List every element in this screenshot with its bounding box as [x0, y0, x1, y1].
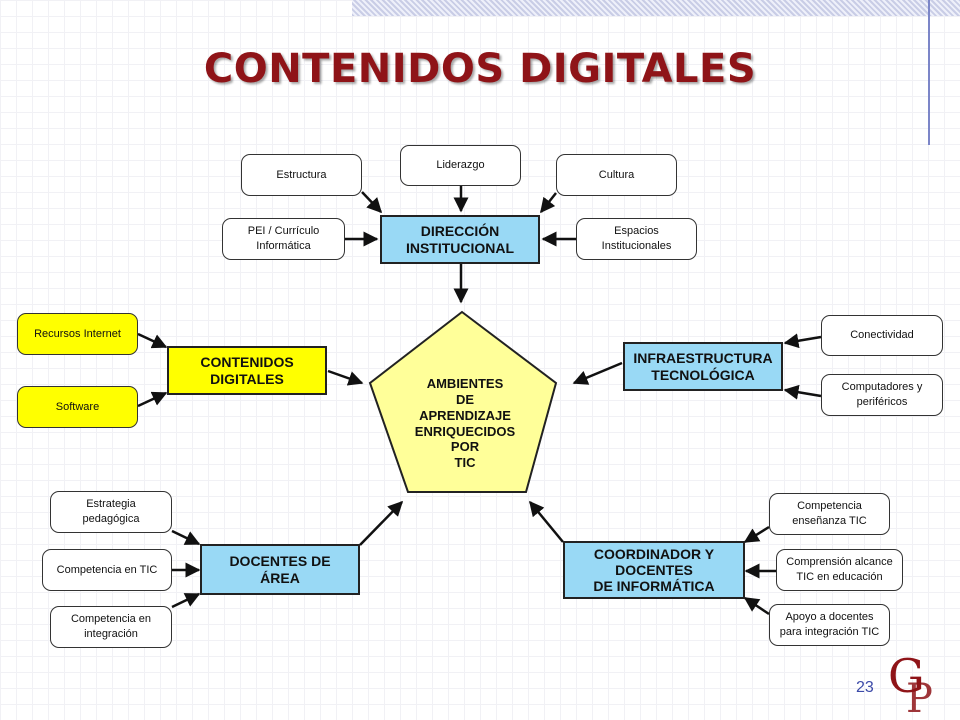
gp-logo-icon: G P	[888, 650, 933, 720]
arrow-conectividad	[783, 333, 822, 349]
arrow-estrategia	[171, 529, 201, 546]
svg-text:G: G	[888, 650, 925, 703]
header-divider	[928, 0, 930, 145]
arrow-computadores	[783, 384, 822, 400]
arrow-cultura	[540, 192, 557, 214]
arrow-competencia-integracion	[171, 592, 201, 609]
header-band	[352, 0, 960, 16]
sub-estructura: Estructura	[241, 154, 362, 196]
sub-cultura: Cultura	[556, 154, 677, 196]
sub-estrategia: Estrategia pedagógica	[50, 491, 172, 533]
arrow-competencia-ensenanza	[743, 525, 770, 544]
sub-pei: PEI / Currículo Informática	[222, 218, 345, 260]
sub-comprension: Comprensión alcance TIC en educación	[776, 549, 903, 591]
node-infraestructura: INFRAESTRUCTURA TECNOLÓGICA	[623, 342, 783, 391]
arrow-infra-center	[572, 361, 623, 385]
sub-recursos-internet: Recursos Internet	[17, 313, 138, 355]
slide-title: CONTENIDOS DIGITALES	[203, 46, 757, 92]
sub-apoyo: Apoyo a docentes para integración TIC	[769, 604, 890, 646]
node-direccion: DIRECCIÓN INSTITUCIONAL	[380, 215, 540, 264]
arrow-docentes-center	[359, 500, 404, 546]
sub-software: Software	[17, 386, 138, 428]
arrow-software	[137, 391, 168, 408]
sub-computadores: Computadores y periféricos	[821, 374, 943, 416]
node-docentes-area: DOCENTES DE ÁREA	[200, 544, 360, 595]
sub-competencia-ensenanza: Competencia enseñanza TIC	[769, 493, 890, 535]
arrow-estructura	[361, 191, 383, 214]
page-number: 23	[856, 679, 874, 696]
sub-conectividad: Conectividad	[821, 315, 943, 356]
node-coordinador: COORDINADOR Y DOCENTES DE INFORMÁTICA	[563, 541, 745, 599]
center-pentagon	[368, 310, 558, 493]
center-label: AMBIENTES DE APRENDIZAJE ENRIQUECIDOS PO…	[414, 376, 516, 471]
arrow-apoyo	[743, 596, 770, 616]
arrow-contenidos-center	[327, 369, 364, 386]
svg-text:P: P	[906, 676, 933, 720]
arrow-coordinador-center	[529, 500, 564, 543]
node-contenidos: CONTENIDOS DIGITALES	[167, 346, 327, 395]
arrow-recursos	[137, 332, 168, 349]
sub-competencia-tic: Competencia en TIC	[42, 549, 172, 591]
sub-espacios: Espacios Institucionales	[576, 218, 697, 260]
sub-liderazgo: Liderazgo	[400, 145, 521, 186]
sub-competencia-integracion: Competencia en integración	[50, 606, 172, 648]
